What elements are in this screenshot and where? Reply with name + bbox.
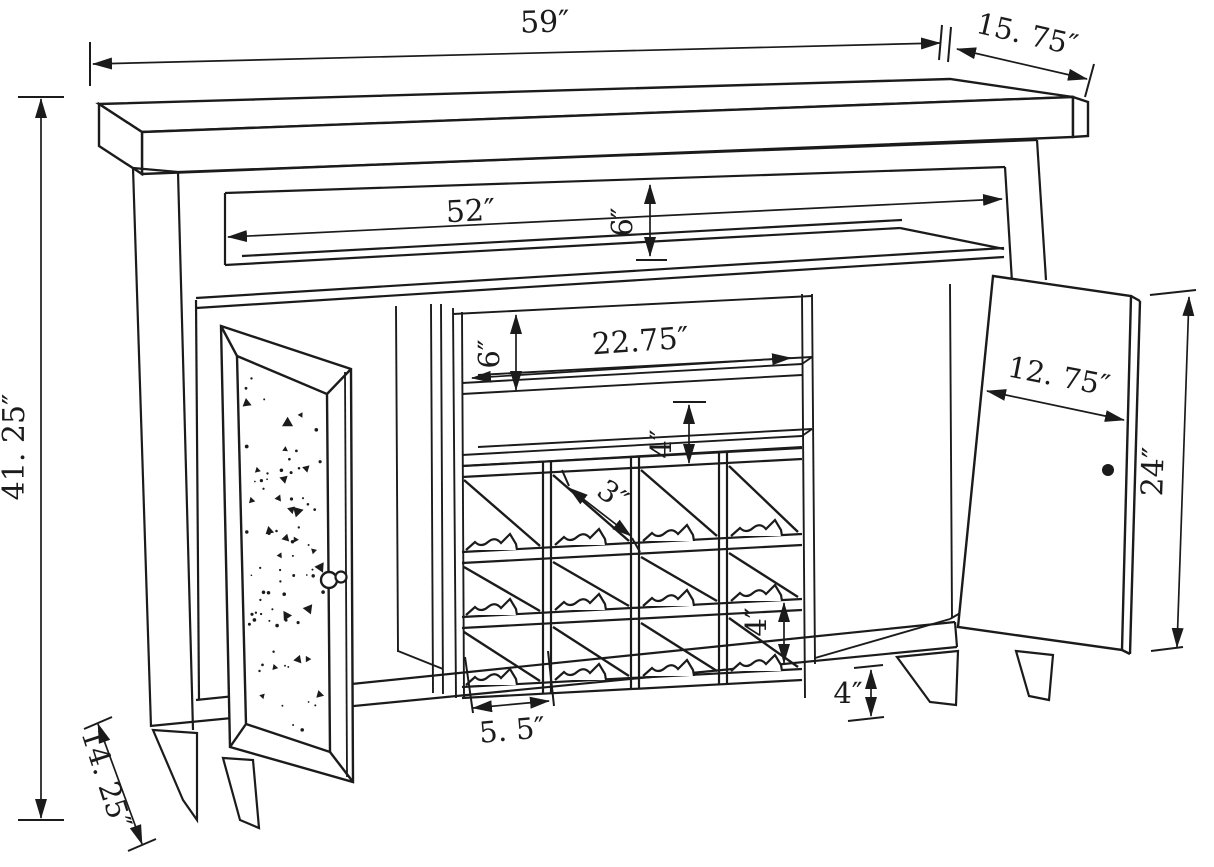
dimensions: 59″ 15. 75″ 41. 25″ 52″ 6″ 22.75″ — [0, 4, 1197, 852]
wine-rack-dividers — [463, 465, 799, 683]
dim-cubby-height: 4″ — [739, 602, 790, 664]
dim-base-leg-depth: 14. 25″ — [74, 716, 157, 852]
leg-center-right — [894, 649, 960, 707]
dim-label-shelf-depth: 22.75″ — [591, 321, 690, 363]
left-mirrored-door — [219, 324, 355, 784]
right-door-knob — [1102, 464, 1114, 476]
dim-overall-width: 59″ — [89, 4, 952, 86]
mirror-speckle-texture — [242, 377, 325, 732]
dim-opening-width: 52″ — [227, 193, 1003, 243]
right-compartment-interior — [814, 283, 963, 659]
dim-label-shelf-gap: 4″ — [644, 429, 678, 458]
dim-label-opening-height: 6″ — [605, 207, 639, 236]
dim-label-cubby-height: 4″ — [739, 607, 773, 636]
wine-rack-grid — [461, 446, 803, 700]
dim-leg-height: 4″ — [833, 664, 885, 722]
legs — [151, 649, 1055, 830]
left-door-knob-cap — [334, 570, 348, 584]
dim-label-cubby-width: 5. 5″ — [478, 710, 547, 750]
left-door-opening-interior — [395, 303, 444, 695]
dim-overall-height: 41. 25″ — [0, 96, 64, 821]
dim-opening-height: 6″ — [605, 184, 667, 261]
left-door-knob — [319, 570, 339, 590]
dim-shelf-spacing: 6″ — [472, 314, 522, 391]
dim-label-overall-height: 41. 25″ — [0, 394, 32, 501]
dim-label-top-depth: 15. 75″ — [973, 6, 1081, 62]
countertop-slab — [95, 77, 1090, 177]
mirror-panel — [235, 354, 332, 754]
dim-door-height: 24″ — [1135, 289, 1197, 652]
leg-center-left — [221, 756, 261, 830]
dim-cubby-width: 5. 5″ — [464, 650, 555, 750]
leg-far-right — [1014, 649, 1055, 702]
right-open-door — [956, 274, 1142, 656]
dim-label-leg-height: 4″ — [833, 676, 862, 710]
dim-shelf-gap: 4″ — [644, 401, 706, 464]
leg-front-left — [151, 728, 199, 824]
dim-label-shelf-spacing: 6″ — [472, 339, 506, 368]
dim-label-door-height: 24″ — [1135, 446, 1172, 497]
dim-label-base-leg-depth: 14. 25″ — [74, 725, 138, 834]
dim-label-overall-width: 59″ — [520, 4, 570, 40]
dim-shelf-depth: 22.75″ — [471, 321, 792, 383]
dim-label-opening-width: 52″ — [445, 193, 496, 231]
